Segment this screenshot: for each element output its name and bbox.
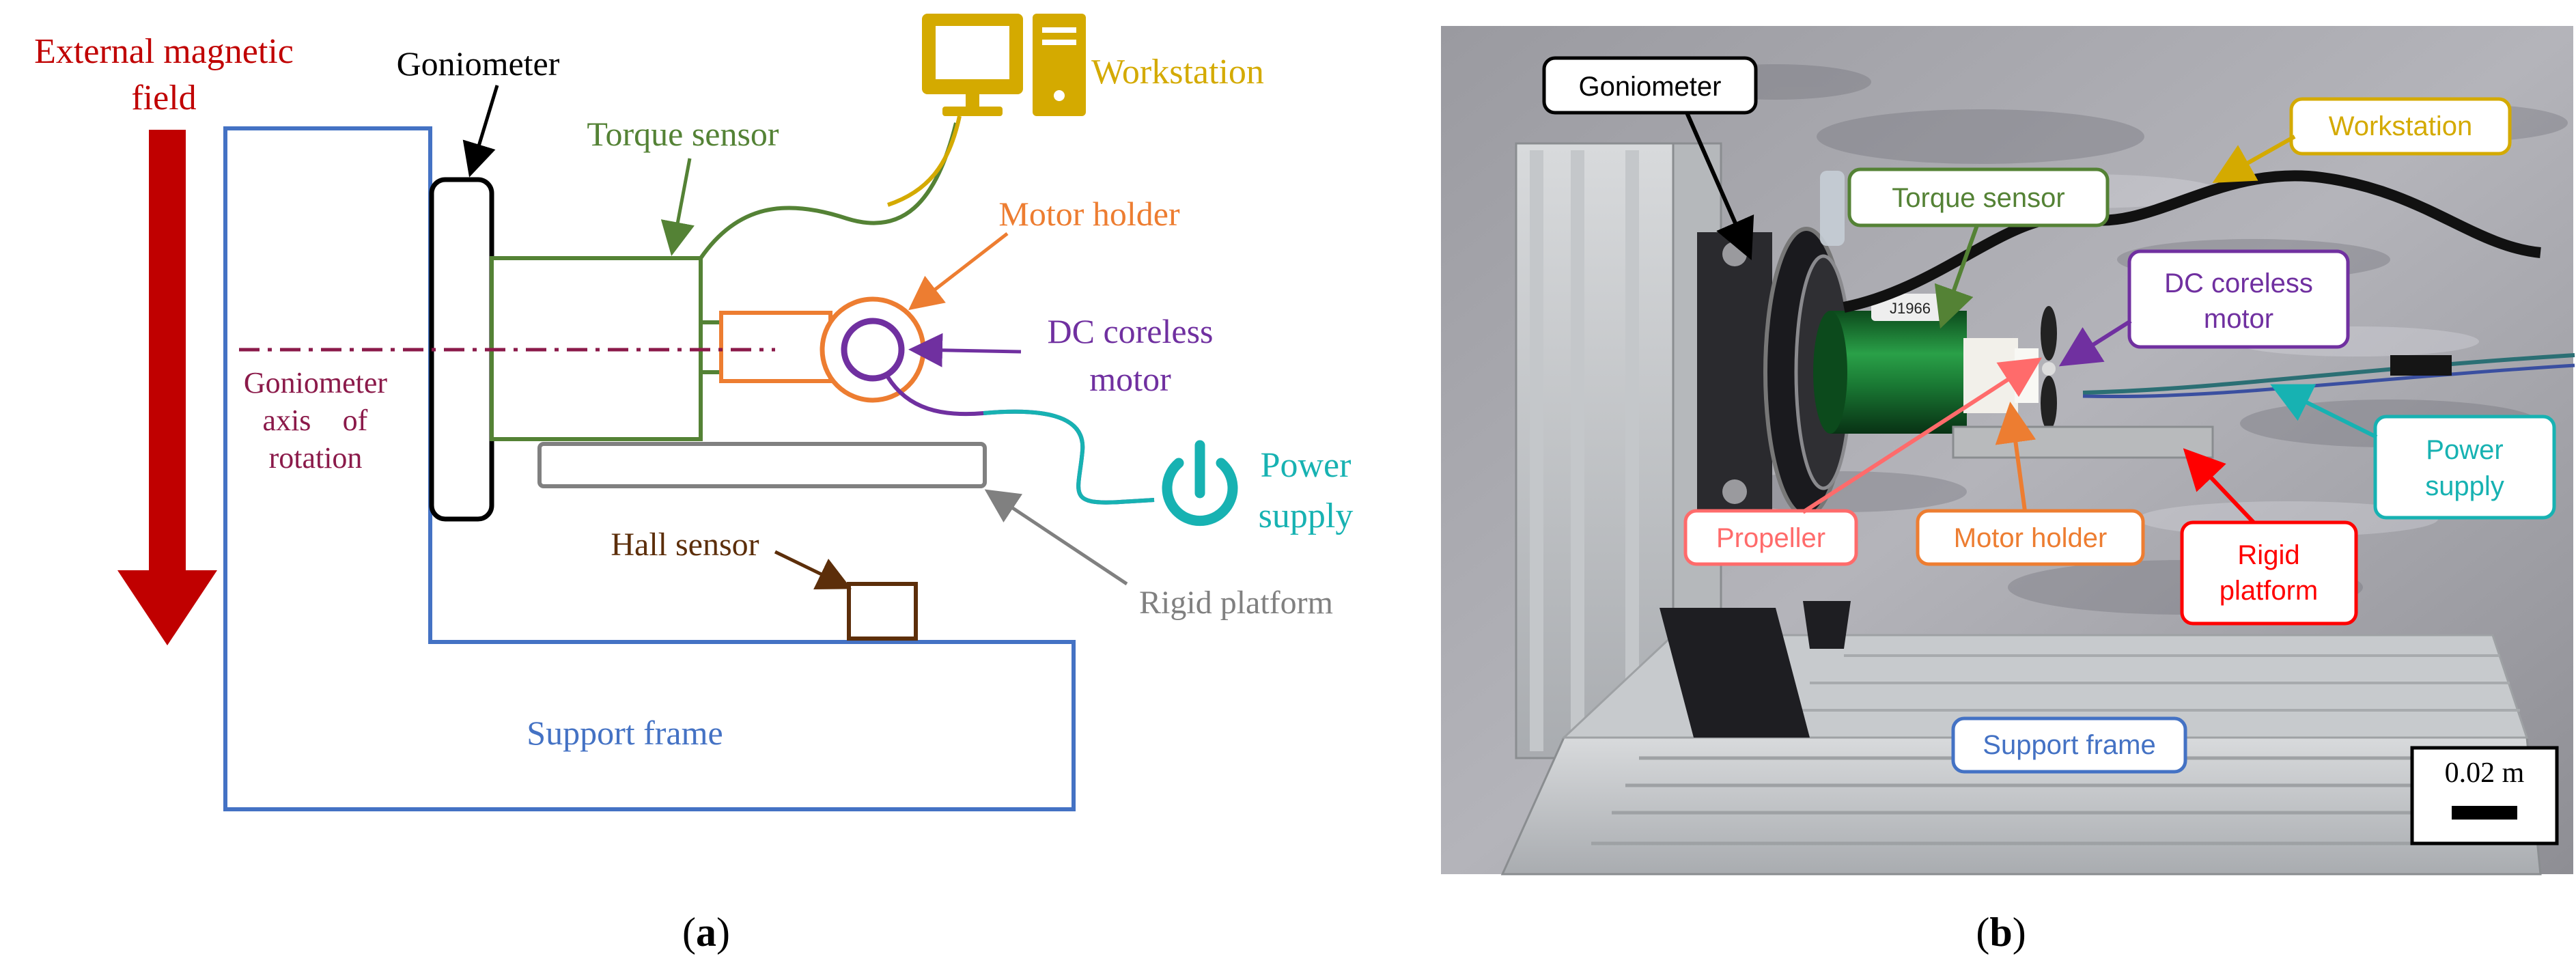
label-dc-motor-2: motor <box>2204 304 2273 334</box>
workstation-cable <box>699 122 958 260</box>
dc-motor-shape <box>841 318 905 382</box>
external-field-label-1: External magnetic <box>34 32 294 71</box>
axis-label-1: Goniometer <box>244 366 388 400</box>
axis-label-4: rotation <box>269 441 363 475</box>
scale-bar-label: 0.02 m <box>2445 757 2525 789</box>
axis-label-2: axis <box>263 404 311 437</box>
external-field-label-2: field <box>131 79 196 117</box>
support-frame-shape <box>223 126 1076 811</box>
label-support-frame-box <box>1951 716 2187 774</box>
power-supply-label-1: Power <box>1261 446 1352 485</box>
rigid-platform-shape <box>537 442 987 488</box>
label-propeller: Propeller <box>1716 523 1825 553</box>
label-goniometer-box <box>1542 56 1758 115</box>
goniometer-label: Goniometer <box>397 44 560 83</box>
dc-motor-label-2: motor <box>1089 360 1171 398</box>
label-workstation-box <box>2289 97 2512 156</box>
label-rigid-platform-box <box>2180 520 2358 626</box>
scale-bar: 0.02 m <box>2410 746 2559 845</box>
label-power-supply-1: Power <box>2426 435 2503 465</box>
goniometer-arrow <box>462 85 499 178</box>
label-power-supply-box <box>2373 415 2556 520</box>
dc-motor-label-1: DC coreless <box>1048 312 1214 350</box>
power-icon <box>1162 440 1238 527</box>
label-goniometer: Goniometer <box>1579 72 1722 102</box>
caption-b: (b) <box>1976 910 2026 955</box>
label-workstation: Workstation <box>2329 111 2472 141</box>
label-motor-holder-box <box>1916 509 2145 566</box>
motor-holder-label: Motor holder <box>998 195 1180 233</box>
photo-workstation-cable <box>1843 170 2541 313</box>
caption-a: (a) <box>682 910 730 955</box>
panel-b-photo: J1966 Goniometer Workstation Torque sens… <box>1441 26 2575 955</box>
motor-holder-arrow <box>908 232 1009 311</box>
rigid-platform-arrow <box>984 489 1128 586</box>
label-rigid-platform-2: platform <box>2220 576 2319 606</box>
pc-tower-icon <box>1033 14 1086 116</box>
label-motor-holder: Motor holder <box>1954 523 2108 553</box>
label-propeller-box <box>1683 509 1858 566</box>
hall-sensor-arrow <box>774 550 852 590</box>
power-supply-label-2: supply <box>1259 497 1354 535</box>
hall-sensor-shape <box>847 582 918 641</box>
axis-label-line2: axis of <box>263 404 368 437</box>
dc-motor-arrow <box>908 333 1022 367</box>
panel-a-diagram: External magnetic field Support frame Go… <box>34 14 1353 955</box>
hall-sensor-label: Hall sensor <box>611 527 759 563</box>
photo-torque-sensor: J1966 <box>1813 294 1967 434</box>
workstation-label: Workstation <box>1091 53 1264 92</box>
monitor-icon <box>922 14 1023 116</box>
label-rigid-platform-1: Rigid <box>2237 540 2299 570</box>
photo-rigid-platform <box>1952 425 2214 459</box>
label-power-supply-2: supply <box>2425 471 2504 501</box>
label-dc-motor-1: DC coreless <box>2164 268 2313 298</box>
sensor-tag: J1966 <box>1890 300 1931 317</box>
support-frame-label: Support frame <box>527 714 723 752</box>
label-torque-sensor-box <box>1847 167 2110 227</box>
label-dc-motor-box <box>2127 249 2350 349</box>
axis-label-3: of <box>343 404 368 437</box>
external-field-arrow <box>117 130 217 645</box>
torque-sensor-arrow <box>660 158 695 256</box>
torque-sensor-label: Torque sensor <box>587 115 779 153</box>
label-torque-sensor: Torque sensor <box>1892 183 2064 213</box>
motor-holder-shape <box>719 311 832 383</box>
rigid-platform-label: Rigid platform <box>1139 585 1333 621</box>
label-support-frame: Support frame <box>1983 730 2155 760</box>
